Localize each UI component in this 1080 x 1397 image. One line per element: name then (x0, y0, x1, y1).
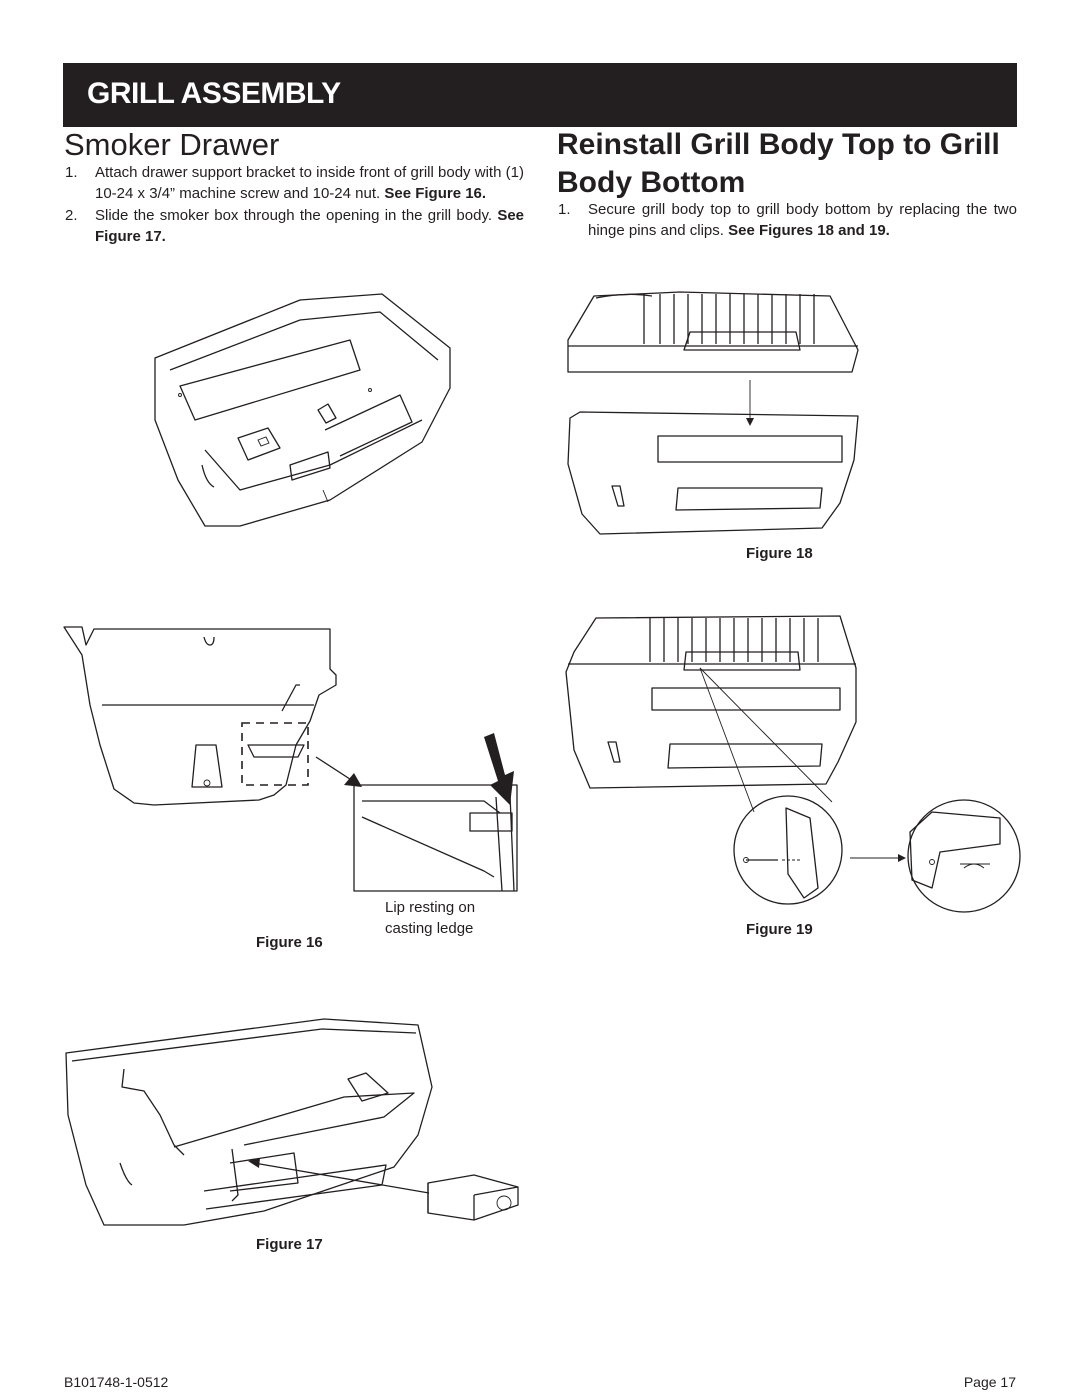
reinstall-heading: Reinstall Grill Body Top to Grill Body B… (557, 128, 1000, 199)
figure-19-illustration (565, 615, 1021, 913)
section-title: GRILL ASSEMBLY (87, 77, 341, 110)
list-item: 1. Attach drawer support bracket to insi… (65, 164, 524, 202)
figure-18-label: Figure 18 (746, 545, 813, 562)
figure-18-illustration (567, 291, 859, 535)
figure-17-label: Figure 17 (256, 1236, 323, 1253)
figure-reference: See Figure 17. (95, 207, 525, 245)
figure-16-label: Figure 16 (256, 934, 323, 951)
smoker-drawer-heading: Smoker Drawer (64, 127, 280, 162)
grill-body-bracket-illustration (154, 293, 451, 527)
figure-reference: See Figures 18 and 19. (728, 222, 890, 239)
list-item: 1. Secure grill body top to grill body b… (558, 201, 1017, 239)
reinstall-steps: 1. Secure grill body top to grill body b… (557, 199, 1017, 242)
list-item: 2. Slide the smoker box through the open… (65, 207, 525, 245)
document-number: B101748-1-0512 (64, 1374, 169, 1390)
figure-19-label: Figure 19 (746, 921, 813, 938)
section-banner: GRILL ASSEMBLY (63, 63, 1017, 127)
figure-16-note: Lip resting on casting ledge (385, 899, 476, 937)
figure-reference: See Figure 16. (384, 185, 487, 202)
smoker-steps: 1. Attach drawer support bracket to insi… (64, 162, 524, 248)
page-number: Page 17 (963, 1374, 1016, 1390)
figure-17-illustration (65, 1018, 519, 1226)
figure-16-illustration (63, 626, 518, 892)
